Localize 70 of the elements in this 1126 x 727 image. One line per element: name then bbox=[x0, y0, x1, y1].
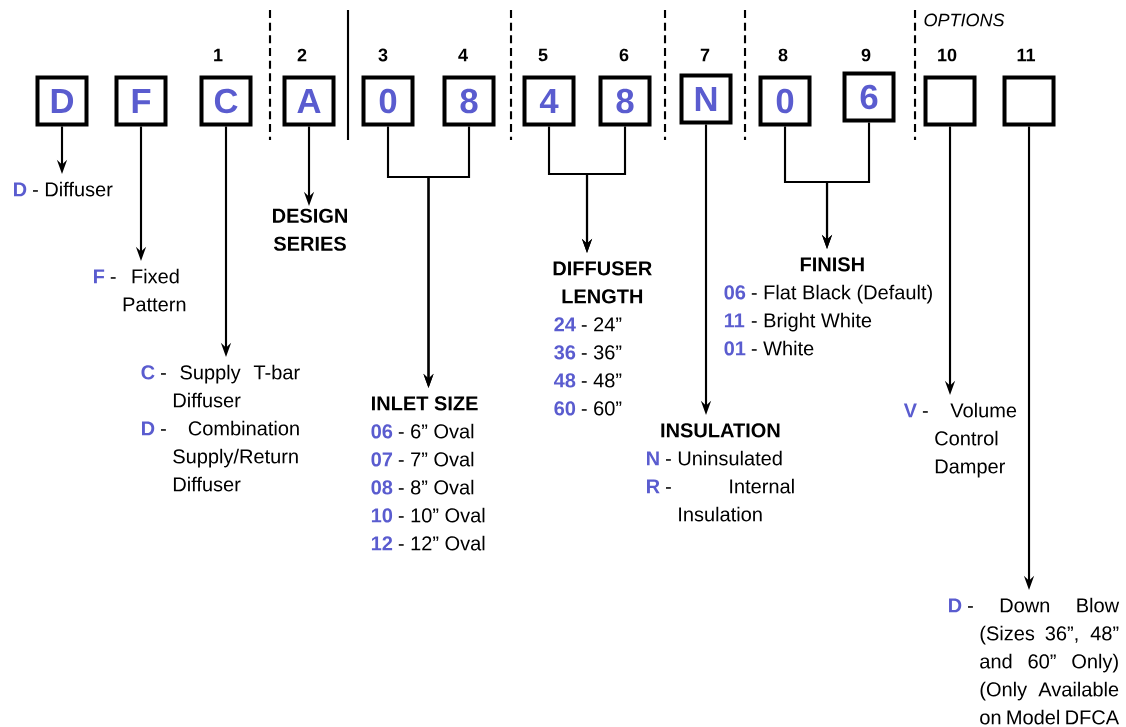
section-heading: FINISH bbox=[800, 257, 864, 272]
option-description: - Volume Control Damper bbox=[922, 402, 1017, 478]
option-description: - Uninsulated bbox=[666, 450, 782, 466]
code-letter-box: C bbox=[199, 75, 253, 127]
position-number: 8 bbox=[778, 48, 788, 62]
section-heading: INLET SIZE bbox=[372, 396, 478, 411]
position-number: 7 bbox=[700, 48, 710, 62]
option-description: - 10” Oval bbox=[398, 507, 485, 523]
code-letter-box: N bbox=[679, 73, 733, 125]
option-description: - 24” bbox=[581, 317, 622, 332]
position-number: 6 bbox=[619, 48, 629, 62]
code-letter-box: 0 bbox=[361, 75, 415, 127]
option-code: D bbox=[949, 598, 962, 613]
empty-code-box bbox=[1002, 75, 1056, 127]
option-code: 11 bbox=[724, 313, 745, 328]
section-heading: DIFFUSER LENGTH bbox=[553, 261, 652, 304]
option-description: - Internal Insulation bbox=[666, 478, 794, 522]
option-code: 10 bbox=[371, 508, 393, 523]
position-number: 3 bbox=[378, 48, 388, 62]
option-description: - Supply T-bar Diffuser bbox=[161, 364, 300, 408]
position-number: 1 bbox=[214, 48, 223, 62]
option-code: 08 bbox=[371, 480, 393, 495]
code-letter-box: 8 bbox=[598, 75, 652, 127]
option-code: 06 bbox=[371, 424, 393, 439]
section-label: OPTIONS bbox=[924, 13, 1005, 27]
option-code: 07 bbox=[371, 452, 393, 467]
option-description: - Combination Supply/Return Diffuser bbox=[161, 420, 299, 492]
code-letter-box: 0 bbox=[758, 75, 812, 127]
section-heading: DESIGN SERIES bbox=[273, 208, 347, 251]
option-code: 12 bbox=[371, 536, 393, 551]
option-code: D bbox=[14, 182, 27, 197]
option-code: C bbox=[141, 365, 155, 380]
option-description: - Diffuser bbox=[33, 181, 113, 197]
option-description: - Down Blow (Sizes 36”, 48” and 60” Only) (Only Available on Model DFCA bbox=[968, 597, 1120, 725]
code-letter-box: D bbox=[35, 75, 89, 127]
position-number: 11 bbox=[1017, 48, 1036, 62]
option-code: 24 bbox=[554, 317, 576, 332]
option-description: - 36” bbox=[581, 345, 622, 360]
option-code: F bbox=[94, 269, 105, 284]
position-number: 4 bbox=[458, 48, 468, 62]
option-description: - Flat Black (Default) bbox=[751, 284, 932, 304]
code-letter-box: A bbox=[282, 75, 336, 127]
option-code: 60 bbox=[554, 401, 576, 416]
option-description: - White bbox=[751, 340, 814, 356]
option-code: 06 bbox=[724, 285, 746, 300]
option-code: R bbox=[647, 479, 660, 494]
section-heading: INSULATION bbox=[661, 423, 780, 438]
option-description: - 7” Oval bbox=[398, 451, 474, 467]
option-description: - Bright White bbox=[751, 312, 872, 332]
option-description: - 12” Oval bbox=[398, 535, 485, 551]
option-code: 36 bbox=[554, 345, 576, 360]
position-number: 5 bbox=[538, 48, 548, 62]
option-code: 48 bbox=[553, 373, 576, 388]
code-letter-box: F bbox=[114, 75, 168, 127]
empty-code-box bbox=[923, 75, 977, 127]
code-letter-box: 4 bbox=[522, 75, 576, 127]
option-code: 01 bbox=[724, 341, 746, 356]
option-description: - Fixed Pattern bbox=[110, 268, 186, 312]
option-description: - 48” bbox=[581, 373, 622, 388]
code-letter-box: 6 bbox=[842, 71, 896, 123]
option-code: N bbox=[647, 451, 659, 466]
option-description: - 6” Oval bbox=[398, 423, 474, 439]
option-description: - 60” bbox=[581, 401, 622, 416]
option-code: D bbox=[142, 421, 155, 436]
option-description: - 8” Oval bbox=[398, 479, 474, 495]
position-number: 10 bbox=[938, 48, 957, 62]
code-letter-box: 8 bbox=[442, 75, 496, 127]
option-code: V bbox=[903, 403, 917, 418]
position-number: 9 bbox=[861, 48, 871, 62]
position-number: 2 bbox=[297, 48, 307, 62]
